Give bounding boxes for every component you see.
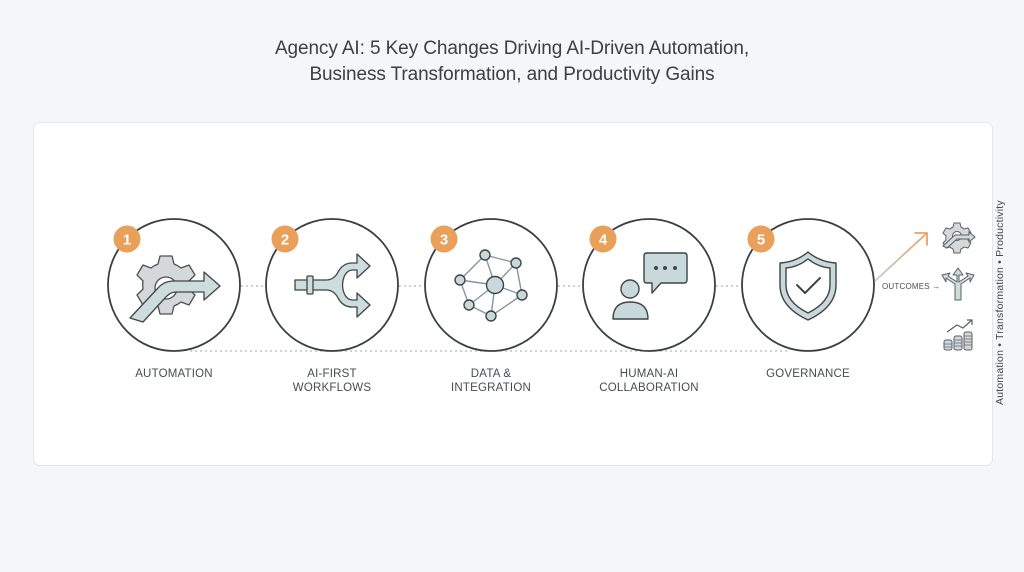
step-label-governance: GOVERNANCE [738, 367, 878, 381]
side-caption: Automation • Transformation • Productivi… [994, 200, 1006, 405]
label-line-1: AI-FIRST [307, 368, 357, 380]
network-nodes-icon [454, 249, 528, 322]
step-number: 5 [757, 232, 765, 249]
label-line-2: INTEGRATION [451, 382, 531, 394]
outcomes-label: OUTCOMES → [882, 282, 941, 291]
step-1: 1 [107, 218, 241, 352]
title-line-2: Business Transformation, and Productivit… [309, 64, 715, 85]
label-line-1: GOVERNANCE [766, 368, 850, 380]
step-label-data-integration: DATA & INTEGRATION [421, 367, 561, 395]
label-line-1: HUMAN-AI [619, 368, 679, 380]
step-number: 2 [281, 232, 289, 249]
person-chat-icon [612, 252, 688, 320]
outcome-branch-icon [941, 267, 975, 301]
label-line-1: AUTOMATION [135, 368, 213, 380]
outcome-gear-icon [942, 222, 976, 254]
step-4: 4 [582, 218, 716, 352]
step-label-ai-first-workflows: AI-FIRST WORKFLOWS [262, 367, 402, 395]
gear-arrow-icon [129, 255, 221, 323]
step-number: 1 [123, 232, 131, 249]
step-5: 5 [741, 218, 875, 352]
step-label-human-ai-collaboration: HUMAN-AI COLLABORATION [579, 367, 719, 395]
title-line-1: Agency AI: 5 Key Changes Driving AI-Driv… [274, 38, 750, 59]
step-number: 4 [599, 232, 608, 249]
label-line-2: WORKFLOWS [292, 382, 372, 394]
label-line-2: COLLABORATION [599, 382, 699, 394]
step-number: 3 [440, 232, 448, 249]
outcome-coins-growth-icon [943, 319, 973, 351]
outcome-arrow [874, 232, 928, 282]
step-label-automation: AUTOMATION [104, 367, 244, 381]
step-2: 2 [265, 218, 399, 352]
step-badge [113, 225, 141, 253]
split-arrows-icon [294, 253, 371, 318]
label-line-1: DATA & [470, 368, 512, 380]
shield-check-icon [779, 251, 837, 321]
page-title: Agency AI: 5 Key Changes Driving AI-Driv… [0, 36, 1024, 88]
step-3: 3 [424, 218, 558, 352]
